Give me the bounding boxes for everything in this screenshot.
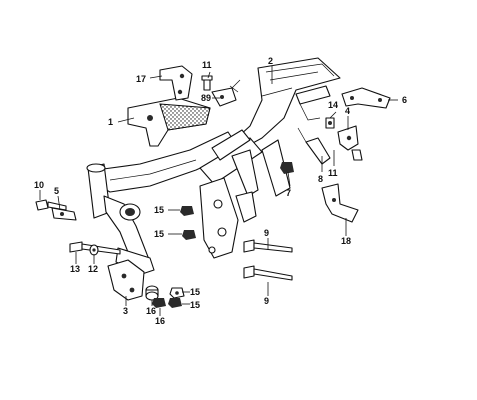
label-part-9-right: 9	[264, 228, 269, 238]
label-part-17: 17	[136, 74, 146, 84]
bracket-9-upper	[211, 79, 241, 107]
label-part-11-top: 11	[202, 60, 212, 70]
nut-15-a	[180, 206, 194, 216]
leader-lines	[39, 66, 398, 316]
nut-15-d	[168, 298, 182, 308]
engine-hanger-3	[107, 259, 145, 301]
label-part-15-b: 15	[154, 229, 164, 239]
label-part-12: 12	[88, 264, 98, 274]
label-part-4: 4	[345, 106, 350, 116]
nut-15-c	[169, 287, 185, 299]
rear-bracket	[341, 87, 391, 109]
label-part-11-right: 11	[328, 168, 338, 178]
label-part-2: 2	[268, 56, 273, 66]
part-labels: 1 2 3 4 5 6 7 8 8 9 9 9 10 11 11 12 13 1…	[34, 56, 407, 326]
washer-12	[89, 244, 99, 256]
nut-7	[280, 162, 294, 174]
label-part-8-lower: 8	[318, 174, 323, 184]
nut-16	[152, 298, 166, 308]
label-part-16-b: 16	[155, 316, 165, 326]
label-part-8-upper: 8	[201, 93, 206, 103]
bolt-9-lower	[243, 265, 293, 281]
label-part-6: 6	[402, 95, 407, 105]
clip-5	[51, 207, 77, 221]
side-plate	[127, 97, 211, 147]
label-part-13: 13	[70, 264, 80, 274]
main-frame	[86, 57, 341, 275]
label-part-7: 7	[286, 188, 291, 198]
stay-8-lower	[297, 127, 331, 165]
upper-bracket	[159, 65, 193, 101]
label-part-9-lower: 9	[264, 296, 269, 306]
label-part-15-d: 15	[190, 300, 200, 310]
bracket-4	[337, 125, 363, 161]
nut-15-b	[182, 230, 196, 240]
label-part-1: 1	[108, 117, 113, 127]
label-part-15-c: 15	[190, 287, 200, 297]
label-part-18: 18	[341, 236, 351, 246]
label-part-15-a: 15	[154, 205, 164, 215]
label-part-9-upper: 9	[206, 93, 211, 103]
label-part-3: 3	[123, 306, 128, 316]
bolt-10	[35, 199, 67, 211]
stay-8-upper	[229, 85, 239, 93]
label-part-10: 10	[34, 180, 44, 190]
label-part-5: 5	[54, 186, 59, 196]
label-part-16-a: 16	[146, 306, 156, 316]
bracket-18	[321, 183, 359, 223]
small-bracket-14	[325, 117, 335, 129]
collar-16	[145, 285, 159, 301]
label-part-14: 14	[328, 100, 338, 110]
bolt-11-upper	[201, 75, 213, 91]
bolt-9-upper	[243, 239, 293, 253]
